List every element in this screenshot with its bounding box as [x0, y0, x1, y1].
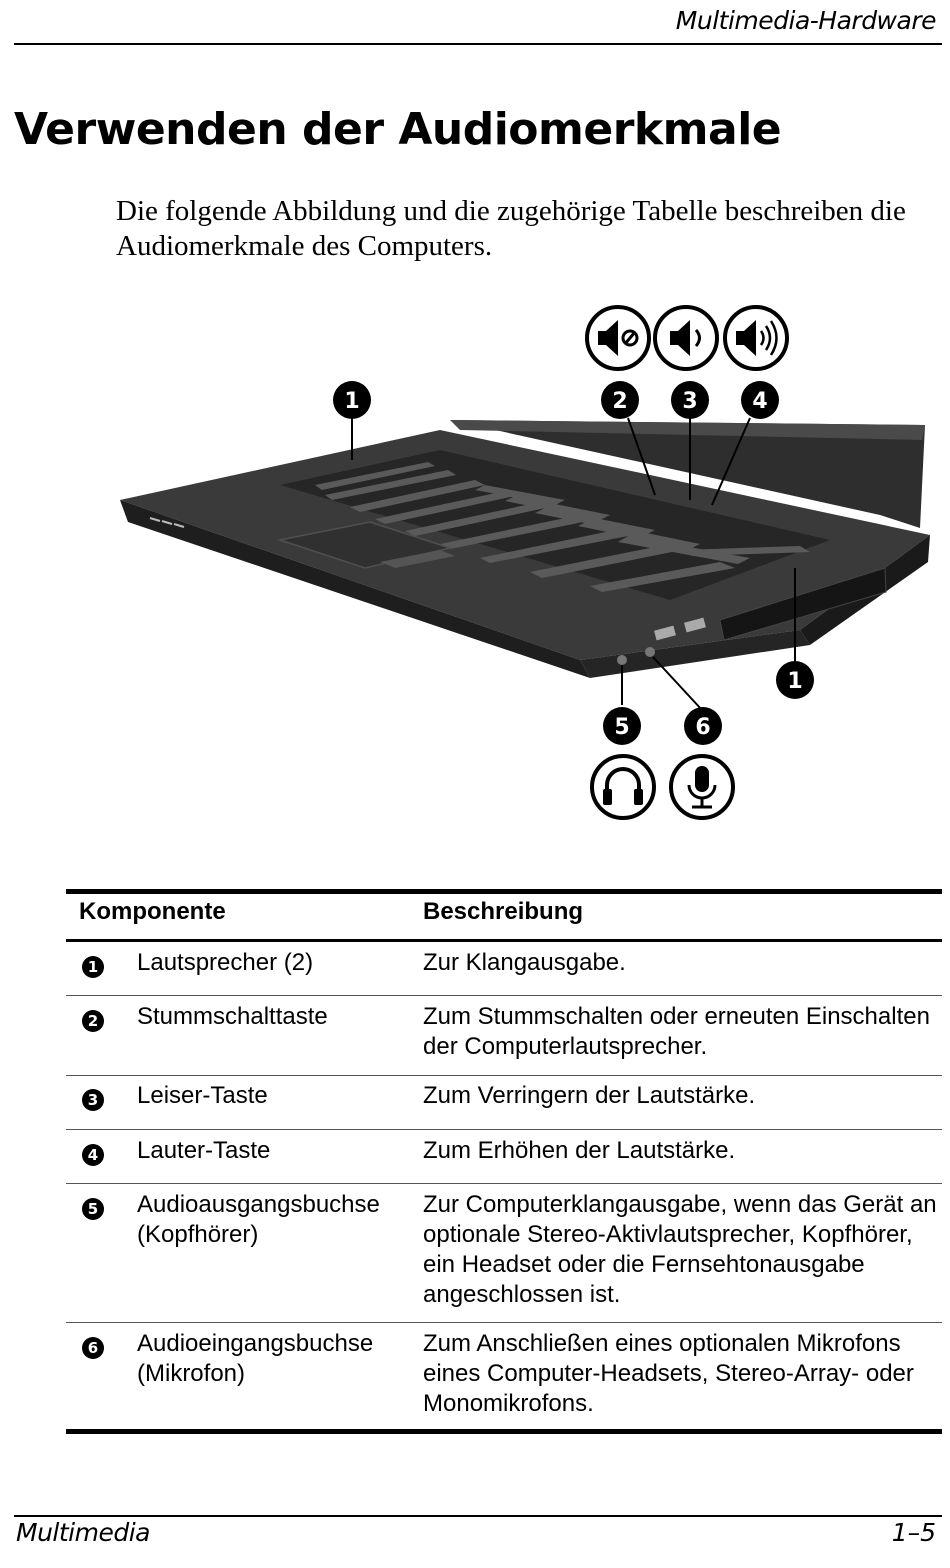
callout-3: 3	[671, 381, 709, 419]
callout-5: 5	[603, 707, 641, 745]
component-cell: Stummschalttaste	[137, 1003, 328, 1030]
table-row: 3 Leiser-Taste Zum Verringern der Lautst…	[66, 1077, 942, 1129]
running-header: Multimedia-Hardware	[675, 6, 937, 35]
page-number: 1–5	[891, 1518, 936, 1547]
laptop-screen	[450, 420, 925, 528]
description-cell: Zum Anschließen eines optionalen Mikrofo…	[423, 1330, 914, 1417]
volume-up-icon	[723, 305, 789, 371]
row-divider	[66, 995, 942, 996]
svg-text:1: 1	[344, 389, 359, 414]
header-rule	[14, 43, 942, 45]
volume-down-icon	[653, 305, 719, 371]
table-row: 4 Lauter-Taste Zum Erhöhen der Lautstärk…	[66, 1132, 942, 1184]
intro-paragraph: Die folgende Abbildung und die zugehörig…	[116, 195, 906, 262]
table-row: 5 Audioausgangsbuchse (Kopfhörer) Zur Co…	[66, 1186, 942, 1324]
column-header-description: Beschreibung	[423, 898, 584, 925]
table-bottom-rule	[66, 1429, 942, 1434]
description-cell: Zum Erhöhen der Lautstärke.	[423, 1137, 736, 1164]
svg-text:1: 1	[787, 669, 802, 694]
row-divider	[66, 1129, 942, 1130]
headphones-icon	[590, 754, 656, 820]
mute-icon	[585, 305, 651, 371]
footer-rule	[14, 1515, 942, 1517]
description-cell: Zur Computerklangausgabe, wenn das Gerät…	[423, 1191, 937, 1308]
table-row: 2 Stummschalttaste Zum Stummschalten ode…	[66, 998, 942, 1076]
row-divider	[66, 1322, 942, 1323]
svg-text:5: 5	[614, 715, 629, 740]
footer-chapter: Multimedia	[16, 1518, 150, 1547]
component-cell: Leiser-Taste	[137, 1082, 268, 1109]
microphone-jack	[645, 647, 655, 657]
row-divider	[66, 1075, 942, 1076]
laptop-audio-figure: 1 2 3 4 1 5 6	[110, 300, 950, 830]
headphone-jack	[617, 655, 627, 665]
column-header-component: Komponente	[79, 898, 226, 925]
row-divider	[66, 1183, 942, 1184]
table-header-row: Komponente Beschreibung	[66, 894, 942, 940]
row-number-badge: 2	[82, 1010, 104, 1032]
description-cell: Zum Verringern der Lautstärke.	[423, 1082, 756, 1109]
table-top-rule	[66, 889, 942, 894]
row-number-badge: 4	[82, 1144, 104, 1166]
component-cell: Audioausgangsbuchse (Kopfhörer)	[137, 1191, 380, 1248]
component-cell: Lautsprecher (2)	[137, 949, 314, 976]
description-cell: Zur Klangausgabe.	[423, 949, 626, 976]
page-title: Verwenden der Audiomerkmale	[14, 104, 782, 155]
svg-text:2: 2	[612, 389, 627, 414]
microphone-icon	[669, 754, 735, 820]
svg-text:6: 6	[695, 715, 710, 740]
keyboard-keys	[315, 462, 810, 592]
callout-1-bottom: 1	[776, 661, 814, 699]
callout-2: 2	[601, 381, 639, 419]
callout-4: 4	[741, 381, 779, 419]
component-cell: Lauter-Taste	[137, 1137, 271, 1164]
table-row: 6 Audioeingangsbuchse (Mikrofon) Zum Ans…	[66, 1325, 942, 1425]
svg-text:4: 4	[752, 389, 767, 414]
callout-1-top: 1	[333, 381, 371, 419]
row-number-badge: 6	[82, 1337, 104, 1359]
component-cell: Audioeingangsbuchse (Mikrofon)	[137, 1330, 374, 1387]
row-number-badge: 1	[82, 956, 104, 978]
row-number-badge: 3	[82, 1089, 104, 1111]
callout-6: 6	[684, 707, 722, 745]
svg-text:3: 3	[682, 389, 697, 414]
table-header-rule	[66, 939, 942, 942]
row-number-badge: 5	[82, 1198, 104, 1220]
description-cell: Zum Stummschalten oder erneuten Einschal…	[423, 1003, 930, 1060]
table-row: 1 Lautsprecher (2) Zur Klangausgabe.	[66, 944, 942, 996]
